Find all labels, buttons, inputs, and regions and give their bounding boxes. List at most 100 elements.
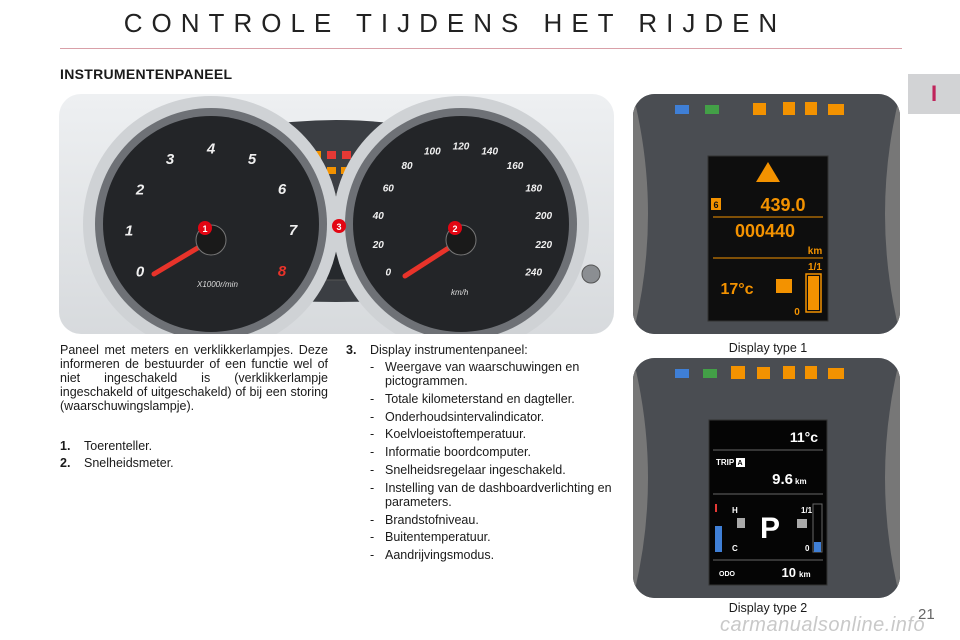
display-feature-list: Weergave van waarschuwingen en pictogram…: [346, 360, 616, 562]
gauge-tick-label: 200: [534, 211, 552, 222]
gauge-tick-label: 4: [206, 140, 216, 157]
lamp-icon: [327, 151, 336, 159]
display-2-gear: P: [760, 512, 780, 545]
display-2-trip-unit: km: [795, 477, 807, 486]
gauge-tick-label: 0: [136, 263, 145, 280]
gear-box: [711, 198, 721, 210]
gauge-tick-label: 7: [289, 222, 298, 239]
gauge-tick-label: 120: [453, 142, 470, 153]
display-2-odo-unit: km: [799, 570, 811, 579]
callout-3: [332, 219, 346, 233]
gauge-tick-label: 3: [166, 151, 175, 168]
gauge-tick-label: 180: [525, 184, 542, 195]
tyre-pressure-icon: [757, 367, 770, 379]
item-label: Snelheidsmeter.: [84, 456, 174, 470]
display-2-svg: 11°c TRIP A 9.6 km H C P 1/1 0 ODO 10 km: [633, 358, 900, 598]
gauge-tick-label: 160: [507, 161, 524, 172]
fuel-pump-icon: [776, 279, 792, 293]
intro-column: Paneel met meters en verklikkerlampjes. …: [60, 343, 328, 473]
display-1-fuel-gauge: [805, 273, 822, 313]
engine-icon: [828, 368, 844, 379]
list-item: Instelling van de dashboardverlichting e…: [370, 481, 616, 509]
display-2-fuel-level: [814, 542, 821, 552]
title-rule: [60, 48, 902, 49]
gauge-tick-label: 6: [278, 181, 287, 198]
display-2-temp-hot-mark: [715, 504, 717, 512]
list-item: Informatie boordcomputer.: [370, 445, 616, 459]
tach-unit: X1000r/min: [196, 280, 238, 289]
trip-letter-box: [736, 458, 745, 467]
display-type-2-caption: Display type 2: [728, 601, 808, 615]
item-label: Toerenteller.: [84, 439, 153, 453]
display-1-unit: km: [808, 246, 823, 257]
display-2-fuel-full: 1/1: [801, 506, 813, 515]
list-item: Totale kilometerstand en dagteller.: [370, 392, 616, 406]
fuel-pump-icon: [797, 519, 807, 528]
gauge-tick-label: 5: [248, 151, 257, 168]
lamp-icon: [327, 167, 336, 174]
gauge-tick-label: 0: [386, 268, 392, 279]
engine-icon: [828, 104, 844, 115]
gauge-tick-label: 80: [401, 161, 413, 172]
callout-1-label: 1: [202, 224, 207, 234]
display-1-value-bottom: 000440: [735, 221, 795, 241]
headlight-icon: [675, 369, 689, 378]
page-number: 21: [918, 606, 935, 623]
list-item: Koelvloeistoftemperatuur.: [370, 427, 616, 441]
display-description-column: 3.Display instrumentenpaneel: Weergave v…: [346, 343, 616, 566]
callout-2-label: 2: [452, 224, 457, 234]
display-type-1-caption: Display type 1: [728, 341, 808, 355]
display-2-temp-gauge: [715, 526, 722, 552]
display-2-trip-letter: A: [737, 460, 742, 467]
display-1-fuel-level: [808, 276, 819, 310]
item-number: 1.: [60, 439, 71, 453]
callout-3-label: 3: [336, 222, 341, 232]
list-item: Onderhoudsintervalindicator.: [370, 410, 616, 424]
list-item: Brandstofniveau.: [370, 513, 616, 527]
gauge-tick-label: 40: [372, 211, 385, 222]
esp-off-icon: [805, 102, 817, 115]
gauge-tick-label: 60: [383, 184, 395, 195]
gauge-tick-label: 1: [125, 222, 133, 239]
display-type-2-illustration: 11°c TRIP A 9.6 km H C P 1/1 0 ODO 10 km: [633, 358, 900, 598]
warning-triangle-icon: [756, 162, 780, 182]
callout-1: [198, 221, 212, 235]
list-item: Weergave van waarschuwingen en pictogram…: [370, 360, 616, 388]
esp-icon: [783, 102, 795, 115]
reset-knob: [581, 264, 601, 284]
page-title: CONTROLE TIJDENS HET RIJDEN: [123, 8, 787, 38]
callout-2: [448, 221, 462, 235]
chapter-tab[interactable]: I: [908, 74, 960, 114]
abs-icon: [731, 366, 745, 379]
gauge-tick-label: 220: [534, 240, 552, 251]
display-2-odo-value: 10: [782, 565, 796, 580]
speedo-unit: km/h: [451, 288, 469, 297]
display-2-screen: [708, 419, 828, 586]
tach-tick-labels: 0 1 2 3 4 5 6 7 8: [125, 140, 298, 280]
list-item: 2. Snelheidsmeter.: [60, 456, 328, 470]
list-item: Snelheidsregelaar ingeschakeld.: [370, 463, 616, 477]
esp-off-icon: [805, 366, 817, 379]
list-item: Aandrijvingsmodus.: [370, 548, 616, 562]
watermark: carmanualsonline.info: [720, 614, 926, 636]
display-1-svg: 6 439.0 000440 km 1/1 17°c 0: [633, 94, 900, 334]
display-1-fuel-empty: 0: [794, 307, 800, 318]
display-1-gear: 6: [713, 200, 718, 210]
item-number: 2.: [60, 456, 71, 470]
gauge-tick-label: 100: [424, 147, 441, 158]
list-item: 1. Toerenteller.: [60, 439, 328, 453]
display-1-value-top: 439.0: [760, 195, 805, 215]
gauge-tick-label: 2: [135, 181, 145, 198]
gauge-edge-right: [885, 358, 900, 598]
chapter-marker: I: [930, 81, 938, 106]
display-1-temperature: 17°c: [720, 281, 753, 298]
gauge-tick-label: 8: [278, 263, 287, 280]
section-heading: INSTRUMENTENPANEEL: [60, 66, 233, 82]
item-3-heading: 3.Display instrumentenpaneel:: [346, 343, 616, 357]
esp-icon: [783, 366, 795, 379]
coolant-icon: [737, 518, 745, 528]
display-2-odo-label: ODO: [719, 571, 736, 578]
tach-face: [103, 116, 319, 332]
